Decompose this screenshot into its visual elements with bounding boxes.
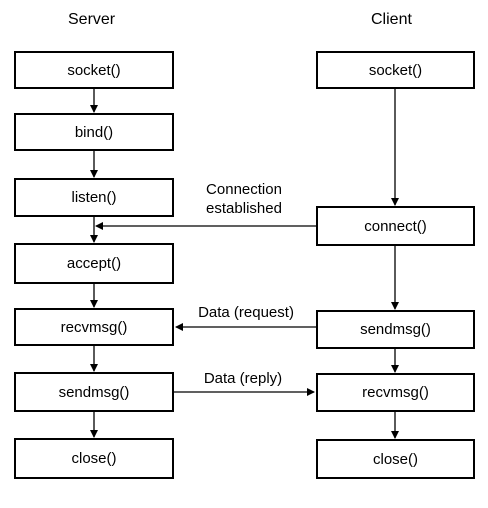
client-sendmsg-box: sendmsg() [316,310,475,349]
client-connect-box: connect() [316,206,475,246]
client-close-box: close() [316,439,475,479]
connection-label-line1: Connection [206,181,282,198]
server-recvmsg-box: recvmsg() [14,308,174,346]
server-accept-box: accept() [14,243,174,284]
connection-label-line2: established [206,200,282,217]
server-listen-box: listen() [14,178,174,217]
connection-label: Connection established [192,180,296,218]
server-bind-box: bind() [14,113,174,151]
server-socket-box: socket() [14,51,174,89]
client-socket-box: socket() [316,51,475,89]
server-title: Server [68,11,116,28]
data-reply-label: Data (reply) [203,370,283,387]
client-recvmsg-box: recvmsg() [316,373,475,412]
server-close-box: close() [14,438,174,479]
server-sendmsg-box: sendmsg() [14,372,174,412]
data-request-label: Data (request) [198,304,294,321]
client-title: Client [371,11,412,28]
